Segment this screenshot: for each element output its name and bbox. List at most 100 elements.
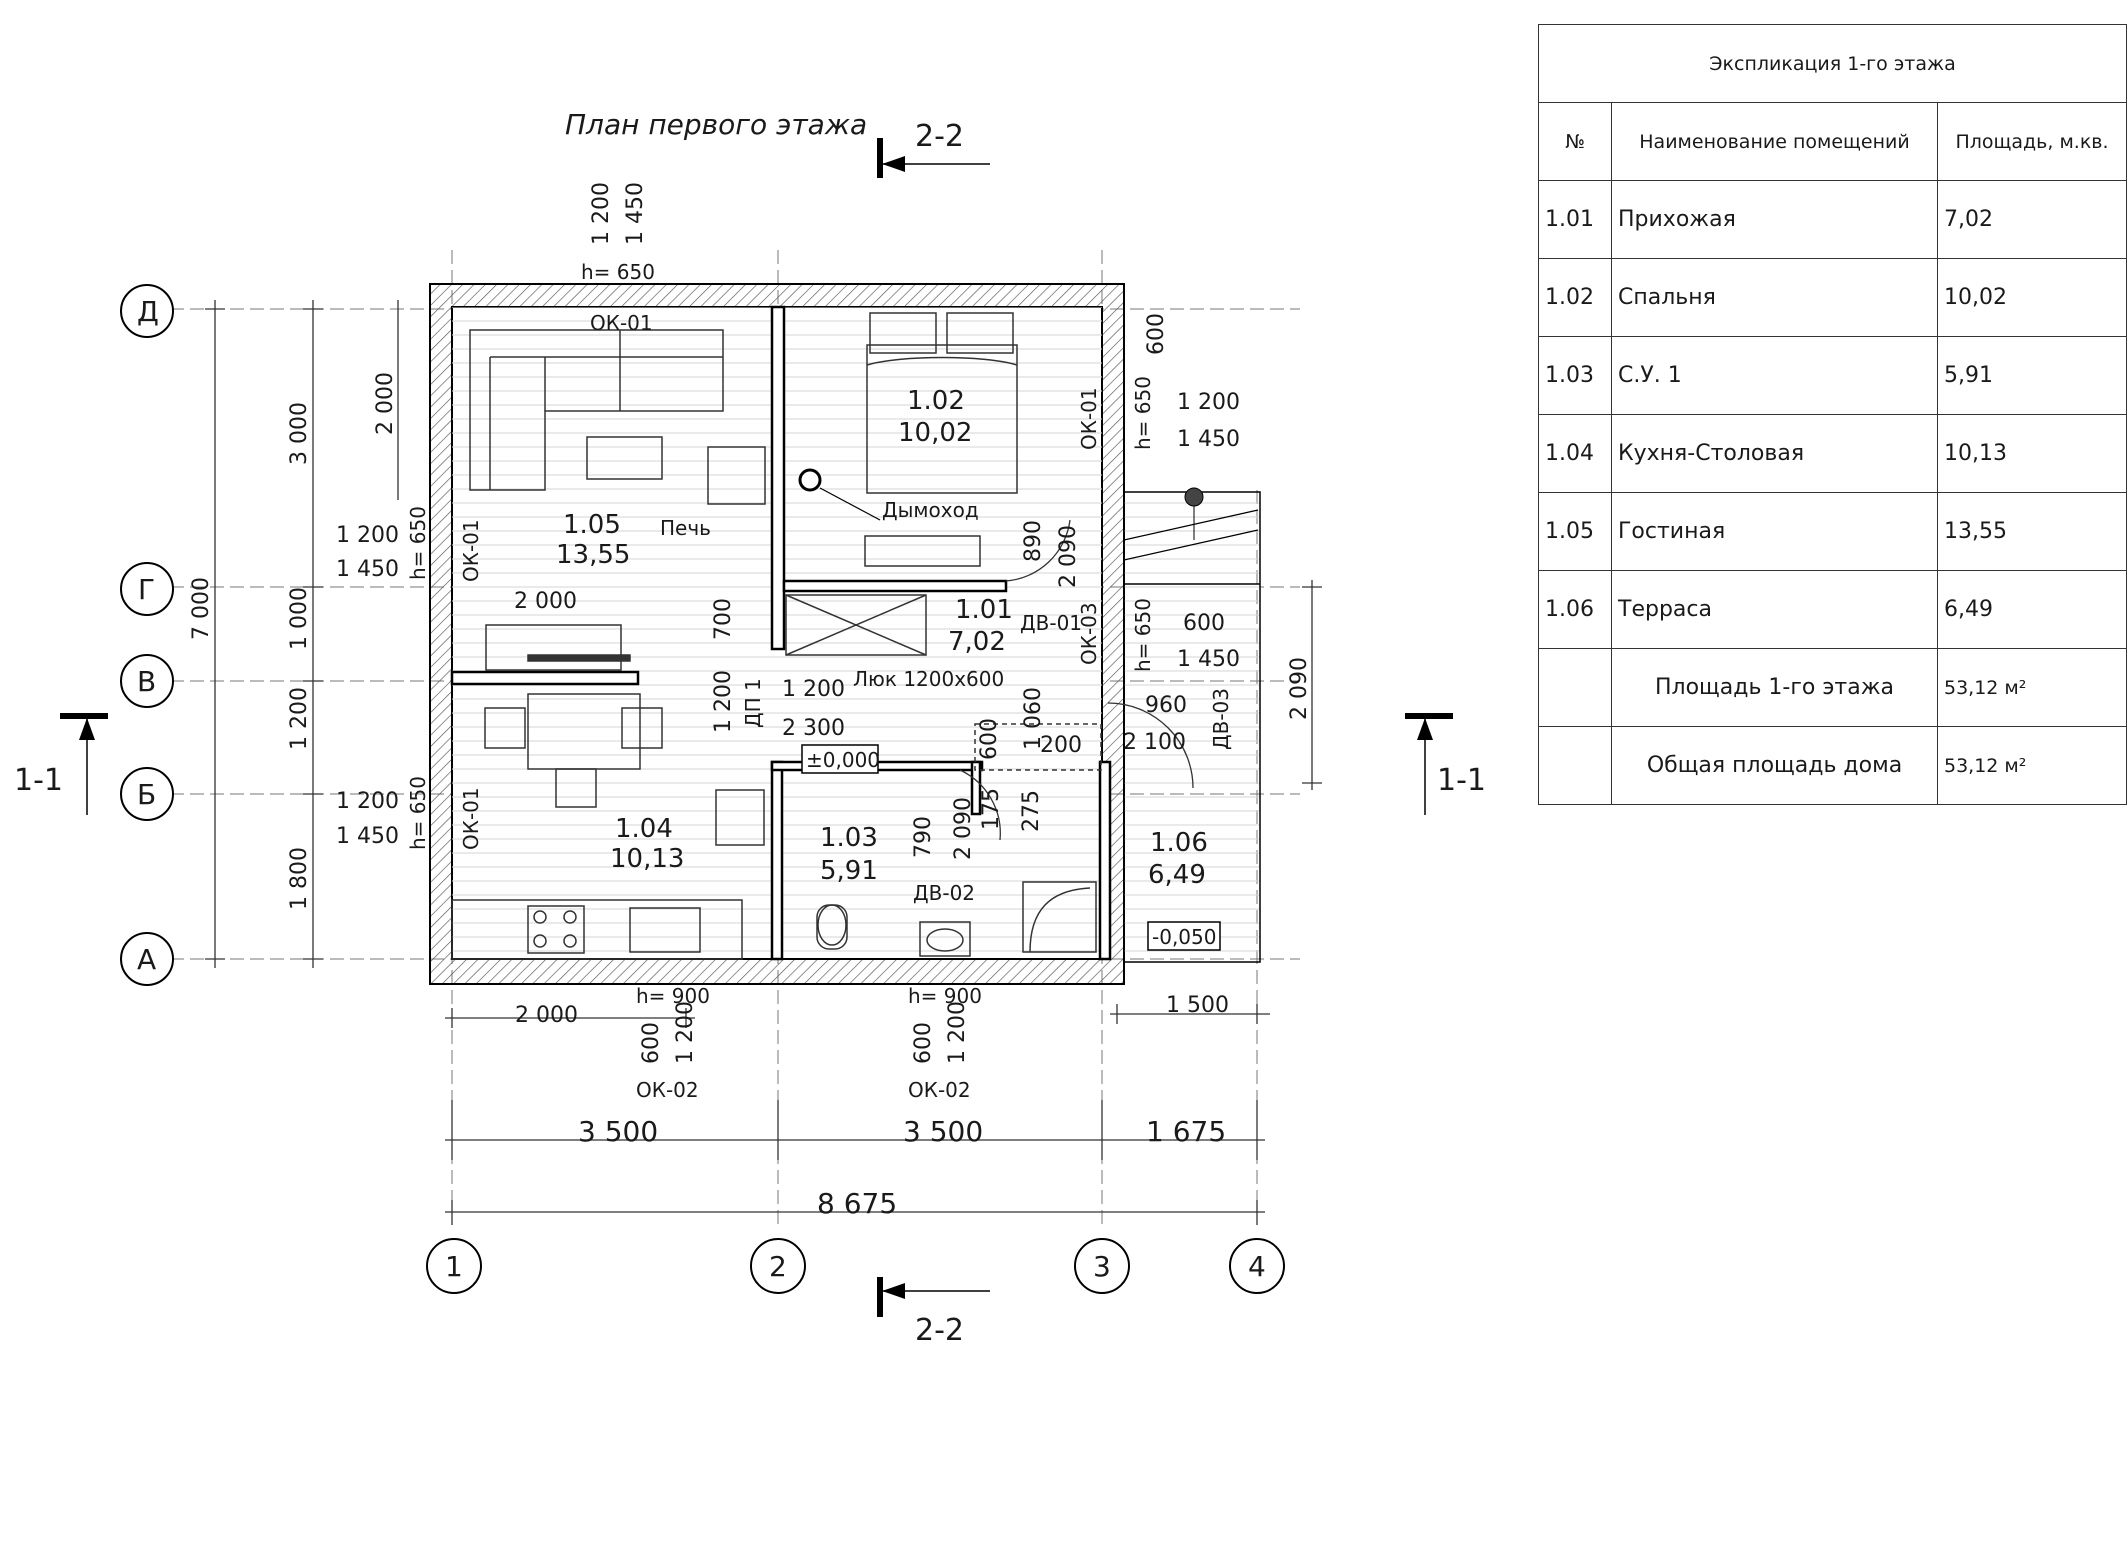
section-mark-left: 1-1 — [14, 713, 108, 815]
svg-text:1 200: 1 200 — [336, 789, 399, 814]
svg-text:1 450: 1 450 — [336, 557, 399, 582]
svg-text:600: 600 — [911, 1022, 936, 1064]
svg-text:1: 1 — [445, 1250, 463, 1283]
table-row: 1.02 Спальня 10,02 — [1538, 258, 2127, 337]
svg-text:Д: Д — [137, 295, 159, 328]
svg-text:В: В — [137, 665, 156, 698]
col-header: Площадь, м.кв. — [1937, 102, 2127, 181]
svg-text:ОК-01: ОК-01 — [459, 519, 483, 582]
svg-text:600: 600 — [1183, 611, 1225, 636]
svg-text:ОК-01: ОК-01 — [1077, 387, 1101, 450]
room-num: 1.05 — [563, 510, 621, 540]
svg-text:200: 200 — [1040, 733, 1082, 758]
furniture — [451, 312, 1102, 960]
explication-table: Экспликация 1-го этажа № Наименование по… — [1538, 24, 2127, 805]
axis-letter-bubbles: Д Г В Б А — [120, 284, 174, 986]
svg-text:2: 2 — [769, 1250, 787, 1283]
svg-text:1 200: 1 200 — [589, 182, 614, 245]
svg-text:3 500: 3 500 — [578, 1115, 658, 1148]
svg-text:1 000: 1 000 — [287, 587, 312, 650]
svg-text:ДВ-03: ДВ-03 — [1209, 688, 1233, 750]
svg-text:1 800: 1 800 — [287, 847, 312, 910]
room-num: 1.01 — [955, 595, 1013, 625]
table-row-total-house: Общая площадь дома 53,12 м² — [1538, 726, 2127, 805]
col-header: № — [1538, 102, 1612, 181]
svg-text:1 200: 1 200 — [336, 523, 399, 548]
svg-text:600: 600 — [1144, 313, 1169, 355]
svg-text:1 200: 1 200 — [287, 687, 312, 750]
svg-text:2-2: 2-2 — [915, 119, 964, 154]
terrace — [1123, 487, 1261, 963]
svg-text:ДВ-02: ДВ-02 — [913, 881, 975, 905]
svg-text:h= 650: h= 650 — [1131, 376, 1155, 450]
svg-text:1 500: 1 500 — [1166, 993, 1229, 1018]
svg-text:1 200: 1 200 — [711, 670, 736, 733]
svg-text:h= 650: h= 650 — [1131, 598, 1155, 672]
svg-text:790: 790 — [911, 816, 936, 858]
svg-text:1 200: 1 200 — [673, 1001, 698, 1064]
svg-text:3 000: 3 000 — [287, 402, 312, 465]
table-title: Экспликация 1-го этажа — [1538, 24, 2127, 103]
section-mark-top: 2-2 — [877, 119, 990, 178]
svg-text:h= 650: h= 650 — [406, 776, 430, 850]
svg-text:1 450: 1 450 — [336, 824, 399, 849]
svg-text:1 450: 1 450 — [1177, 647, 1240, 672]
room-labels: 1.05 13,55 1.02 10,02 1.01 7,02 1.04 10,… — [556, 386, 1208, 890]
svg-text:1 200: 1 200 — [782, 677, 845, 702]
section-mark-right: 1-1 — [1405, 713, 1486, 815]
section-mark-bottom: 2-2 — [877, 1277, 990, 1348]
svg-text:2 090: 2 090 — [951, 797, 976, 860]
room-area: 7,02 — [948, 627, 1006, 657]
svg-text:4: 4 — [1248, 1250, 1266, 1283]
room-num: 1.04 — [615, 814, 673, 844]
svg-text:Г: Г — [138, 573, 155, 606]
floor-plan: План первого этажа 2-2 2-2 1-1 1-1 — [14, 108, 1486, 1348]
table-row-total-floor: Площадь 1-го этажа 53,12 м² — [1538, 648, 2127, 727]
svg-text:h= 650: h= 650 — [406, 506, 430, 580]
svg-text:2 090: 2 090 — [1287, 657, 1312, 720]
room-area: 6,49 — [1148, 860, 1206, 890]
svg-text:ОК-02: ОК-02 — [908, 1078, 971, 1102]
svg-text:Дымоход: Дымоход — [882, 498, 979, 522]
svg-text:1 060: 1 060 — [1021, 687, 1046, 750]
svg-text:1-1: 1-1 — [1437, 763, 1486, 798]
svg-text:h= 900: h= 900 — [908, 984, 982, 1008]
svg-text:2 000: 2 000 — [515, 1003, 578, 1028]
axis-number-bubbles: 1 2 3 4 — [426, 1238, 1285, 1294]
svg-text:275: 275 — [1019, 790, 1044, 832]
svg-text:3: 3 — [1093, 1250, 1111, 1283]
svg-text:±0,000: ±0,000 — [806, 748, 880, 772]
room-area: 10,13 — [610, 844, 684, 874]
table-row: 1.03 С.У. 1 5,91 — [1538, 336, 2127, 415]
svg-text:ДП 1: ДП 1 — [741, 678, 765, 728]
room-area: 10,02 — [898, 418, 972, 448]
svg-text:Люк 1200х600: Люк 1200х600 — [853, 667, 1004, 691]
table-row: 1.01 Прихожая 7,02 — [1538, 180, 2127, 259]
room-area: 13,55 — [556, 540, 630, 570]
svg-text:h= 650: h= 650 — [581, 260, 655, 284]
svg-text:ОК-03: ОК-03 — [1077, 602, 1101, 665]
svg-text:890: 890 — [1021, 520, 1046, 562]
svg-text:8 675: 8 675 — [817, 1187, 897, 1220]
svg-text:-0,050: -0,050 — [1152, 925, 1216, 949]
svg-text:600: 600 — [639, 1022, 664, 1064]
svg-text:Печь: Печь — [660, 516, 711, 540]
svg-text:2 100: 2 100 — [1123, 730, 1186, 755]
svg-text:Б: Б — [137, 778, 156, 811]
room-num: 1.03 — [820, 823, 878, 853]
explication-table-wrap: Экспликация 1-го этажа № Наименование по… — [1538, 24, 2127, 805]
svg-text:700: 700 — [711, 598, 736, 640]
svg-text:600: 600 — [977, 718, 1002, 760]
table-row: 1.05 Гостиная 13,55 — [1538, 492, 2127, 571]
svg-text:ДВ-01: ДВ-01 — [1020, 611, 1082, 635]
svg-text:960: 960 — [1145, 693, 1187, 718]
svg-text:ОК-01: ОК-01 — [459, 787, 483, 850]
svg-text:1 200: 1 200 — [945, 1001, 970, 1064]
svg-text:А: А — [137, 943, 156, 976]
svg-text:1 450: 1 450 — [623, 182, 648, 245]
svg-text:2-2: 2-2 — [915, 1313, 964, 1348]
svg-text:1 200: 1 200 — [1177, 390, 1240, 415]
col-header: Наименование помещений — [1611, 102, 1938, 181]
svg-text:1 675: 1 675 — [1146, 1115, 1226, 1148]
room-num: 1.02 — [907, 386, 965, 416]
